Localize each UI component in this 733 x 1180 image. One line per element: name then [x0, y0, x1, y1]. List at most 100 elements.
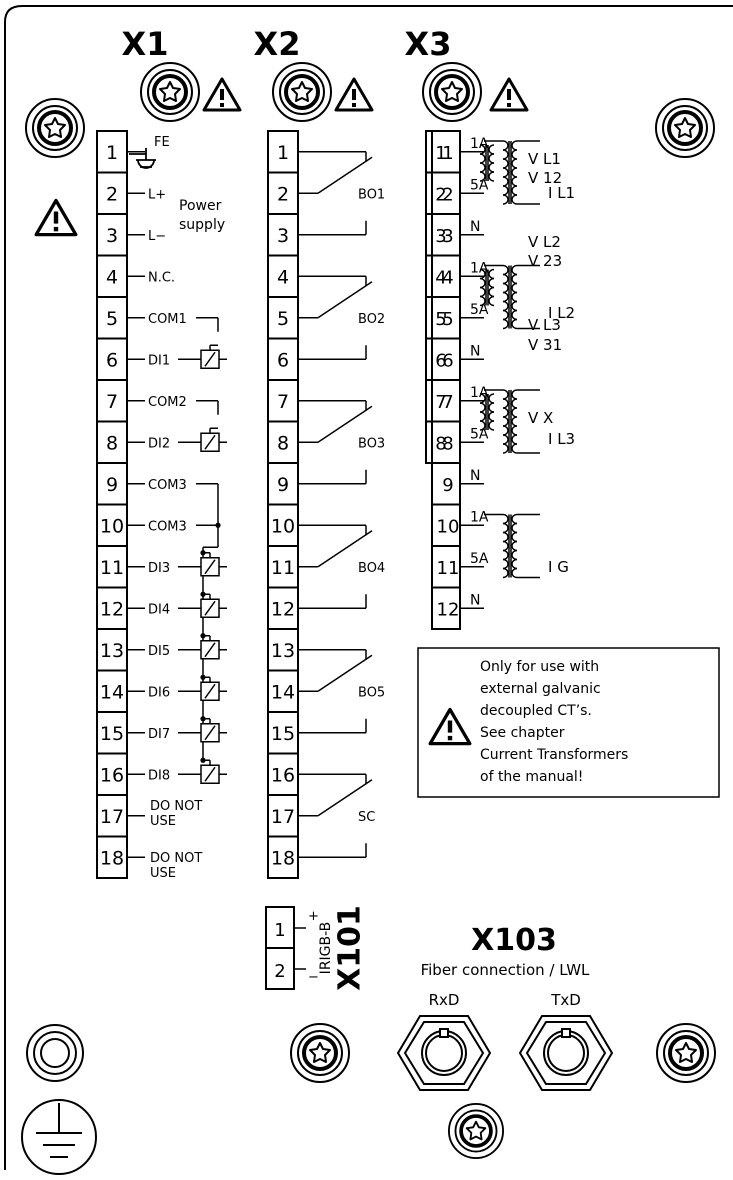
- ground-screw-icon: [26, 1024, 84, 1082]
- do-not-use-label-17: DO NOT: [150, 799, 202, 814]
- x2-terminal-number: 16: [271, 764, 295, 786]
- transformer-coil-icon: [479, 144, 495, 182]
- do-not-use-label-18: DO NOT: [150, 851, 202, 866]
- x1-terminal-number: 1: [106, 142, 118, 164]
- x3-tap-label: N: [470, 592, 480, 608]
- x103-header: X103: [471, 923, 557, 958]
- x1-terminal-number: 16: [100, 764, 124, 786]
- panel-border: [4, 5, 733, 1170]
- x3-signal-label: V L1: [528, 150, 561, 168]
- x1-terminal-number: 5: [106, 308, 118, 330]
- warning-icon: [34, 198, 78, 237]
- x1-terminal-number: 3: [106, 225, 118, 247]
- x2-terminal-block: 123456789101112131415161718BO1BO2BO3BO4B…: [267, 130, 385, 879]
- x1-terminal-label: L+: [148, 187, 166, 202]
- x3-signal-label: I L2: [548, 304, 575, 322]
- note-line: Only for use with: [480, 659, 599, 675]
- x3-signal-label: I G: [548, 558, 569, 576]
- power-label: Power: [179, 198, 222, 214]
- x3-terminal-number: 6: [442, 350, 453, 371]
- x3-tap-label: 1A: [470, 509, 489, 525]
- x2-terminal-number: 11: [271, 557, 295, 579]
- x101-terminal-block: 1 2 + − IRIGB-B X101: [265, 905, 368, 991]
- x1-terminal-label: DI1: [148, 353, 170, 368]
- x1-terminal-label: COM2: [148, 395, 187, 410]
- transformer-coil-icon: [502, 389, 518, 454]
- note-line: decoupled CT’s.: [480, 703, 592, 719]
- x2-terminal-number: 18: [271, 847, 295, 869]
- note-line: of the manual!: [480, 769, 583, 785]
- mount-screw-icon: [422, 62, 482, 122]
- txd-fiber-connector-icon: [518, 1015, 614, 1091]
- x3-signal-label: V L2: [528, 233, 561, 251]
- use-label-18: USE: [150, 866, 176, 881]
- x2-terminal-number: 13: [271, 640, 295, 662]
- x3-terminal-number-back: 3: [435, 226, 446, 247]
- x1-terminal-number: 14: [100, 681, 124, 703]
- note-line: external galvanic: [480, 681, 601, 697]
- irig-label: IRIGB-B: [318, 922, 334, 975]
- x2-terminal-number: 10: [271, 515, 295, 537]
- protective-earth-icon: [21, 1099, 97, 1175]
- x3-terminal-number: 2: [442, 184, 453, 205]
- x3-terminal-number: 11: [437, 558, 460, 579]
- rxd-fiber-connector-icon: [396, 1015, 492, 1091]
- warning-icon: [489, 77, 529, 112]
- x3-terminal-number: 1: [442, 143, 453, 164]
- x3-terminal-number: 9: [442, 475, 453, 496]
- x101-header: X101: [333, 905, 368, 991]
- x3-terminal-number: 12: [437, 599, 460, 620]
- x1-terminal-number: 9: [106, 474, 118, 496]
- x3-tap-label: N: [470, 468, 480, 484]
- x1-terminal-label: DI8: [148, 768, 170, 783]
- x3-terminal-number: 5: [442, 309, 453, 330]
- relay-contact: BO2: [298, 275, 385, 360]
- x1-wiring: [178, 317, 227, 784]
- x1-terminal-number: 12: [100, 598, 124, 620]
- txd-label: TxD: [550, 991, 581, 1009]
- x3-terminal-number-back: 1: [435, 143, 446, 164]
- x3-terminal-number: 4: [442, 267, 453, 288]
- x1-terminal-number: 11: [100, 557, 124, 579]
- mount-screw-icon: [25, 98, 85, 158]
- supply-label: supply: [179, 217, 225, 233]
- x2-terminal-number: 4: [277, 266, 289, 288]
- relay-label: BO4: [358, 561, 385, 576]
- x3-tap-label: N: [470, 343, 480, 359]
- x3-terminal-number-back: 5: [435, 309, 446, 330]
- relay-label: BO5: [358, 685, 385, 700]
- x1-header: X1: [122, 25, 169, 63]
- relay-label: BO3: [358, 436, 385, 451]
- warning-icon: [334, 77, 374, 112]
- x1-terminal-number: 2: [106, 183, 118, 205]
- x101-terminal-number: 1: [274, 920, 285, 941]
- rxd-label: RxD: [429, 991, 460, 1009]
- x2-terminal-number: 17: [271, 806, 295, 828]
- x3-tap-label: 5A: [470, 302, 489, 318]
- relay-contact: BO4: [298, 524, 385, 609]
- x3-terminal-number-back: 8: [435, 433, 446, 454]
- x1-terminal-label: DI6: [148, 685, 170, 700]
- mount-screw-icon: [448, 1103, 504, 1159]
- transformer-coil-icon: [502, 264, 518, 330]
- x2-header: X2: [254, 25, 301, 63]
- x1-terminal-label: DI4: [148, 602, 170, 617]
- x2-terminal-number: 1: [277, 142, 289, 164]
- x2-terminal-number: 9: [277, 474, 289, 496]
- x1-terminal-label: N.C.: [148, 270, 175, 285]
- x3-terminal-number-back: 6: [435, 350, 446, 371]
- x2-terminal-number: 14: [271, 681, 295, 703]
- x2-terminal-number: 5: [277, 308, 289, 330]
- x2-terminal-number: 6: [277, 349, 289, 371]
- x3-signal-label: V 23: [528, 252, 562, 270]
- x1-terminal-number: 10: [100, 515, 124, 537]
- x1-terminal-number: 17: [100, 806, 124, 828]
- relay-contact: BO5: [298, 649, 385, 734]
- relay-contact: SC: [298, 773, 375, 858]
- x1-terminal-label: DI3: [148, 561, 170, 576]
- fe-label: FE: [154, 135, 170, 150]
- x3-terminal-number: 7: [442, 392, 453, 413]
- x1-terminal-label: DI2: [148, 436, 170, 451]
